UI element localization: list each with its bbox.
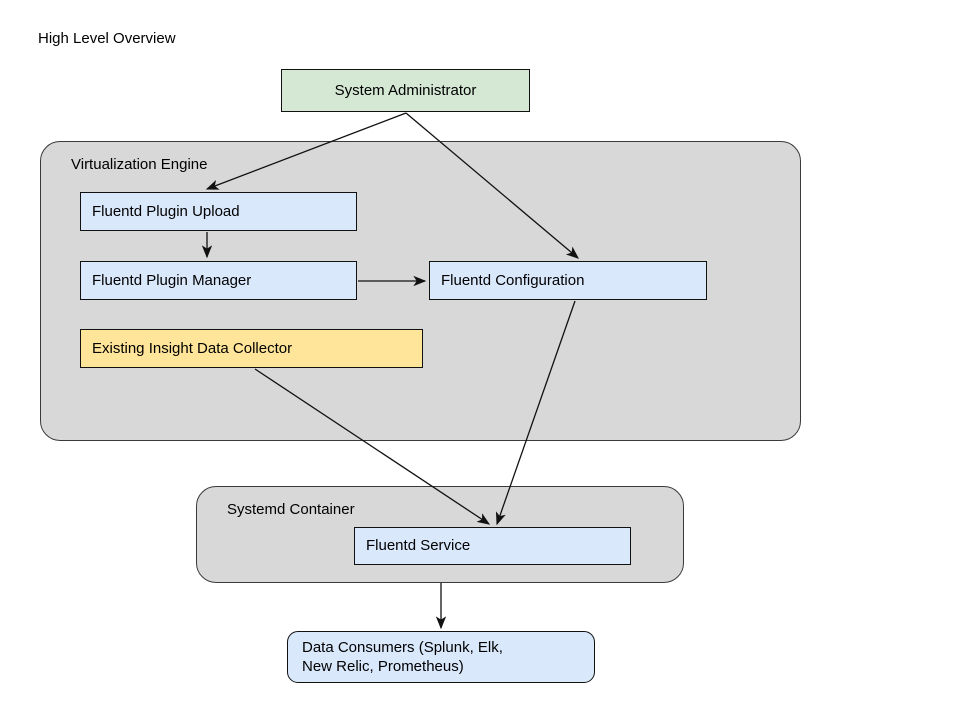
node-label-fluentd-plugin-manager: Fluentd Plugin Manager bbox=[92, 271, 252, 289]
node-existing-insight-data-collector[interactable]: Existing Insight Data Collector bbox=[80, 329, 423, 368]
node-label-data-consumers: Data Consumers (Splunk, Elk, New Relic, … bbox=[302, 638, 503, 675]
node-fluentd-plugin-manager[interactable]: Fluentd Plugin Manager bbox=[80, 261, 357, 300]
node-data-consumers[interactable]: Data Consumers (Splunk, Elk, New Relic, … bbox=[287, 631, 595, 683]
node-label-fluentd-configuration: Fluentd Configuration bbox=[441, 271, 585, 289]
node-system-administrator[interactable]: System Administrator bbox=[281, 69, 530, 112]
container-label-virtualization-engine: Virtualization Engine bbox=[71, 156, 208, 173]
node-label-system-administrator: System Administrator bbox=[334, 81, 477, 99]
node-fluentd-service[interactable]: Fluentd Service bbox=[354, 527, 631, 565]
page-title: High Level Overview bbox=[38, 30, 176, 47]
node-fluentd-plugin-upload[interactable]: Fluentd Plugin Upload bbox=[80, 192, 357, 231]
container-label-systemd-container: Systemd Container bbox=[227, 501, 355, 518]
node-fluentd-configuration[interactable]: Fluentd Configuration bbox=[429, 261, 707, 300]
node-label-existing-insight-data-collector: Existing Insight Data Collector bbox=[92, 339, 293, 357]
node-label-fluentd-plugin-upload: Fluentd Plugin Upload bbox=[92, 202, 240, 220]
node-label-fluentd-service: Fluentd Service bbox=[366, 537, 471, 555]
